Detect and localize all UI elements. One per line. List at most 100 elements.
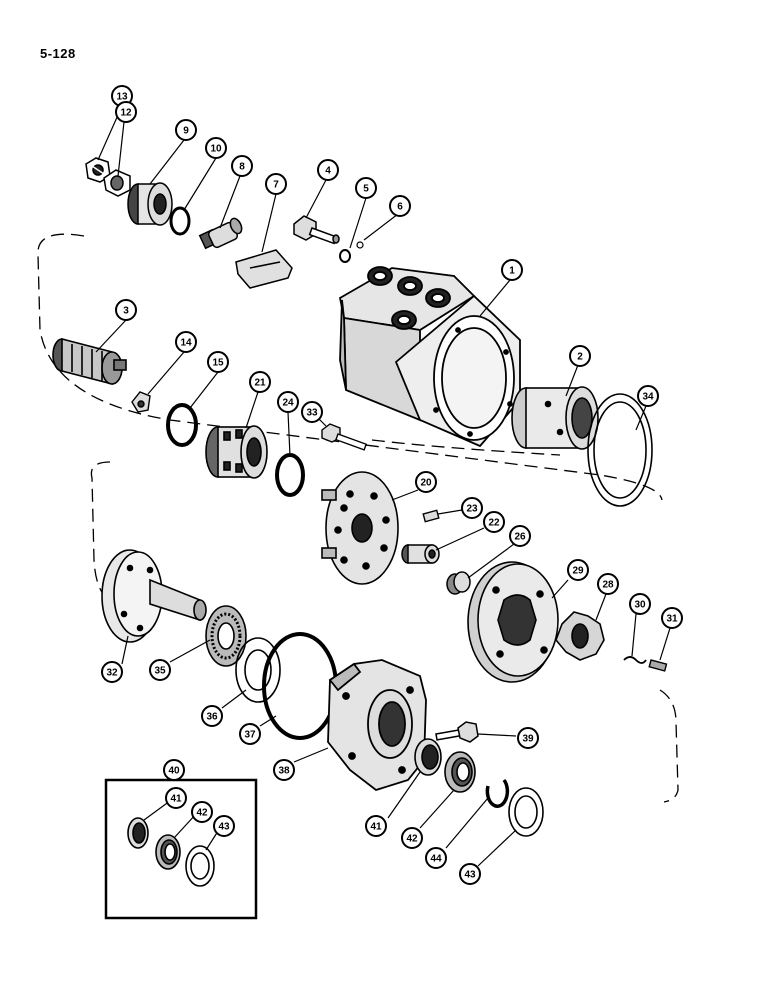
callout-43-kit-label: 43 (218, 822, 230, 833)
part-5-o-ring (339, 249, 351, 263)
callout-38: 38 (273, 759, 295, 781)
callout-9: 9 (175, 119, 197, 141)
kit-part-41-seal (127, 817, 149, 849)
part-22-spacer (401, 544, 440, 564)
part-33-bolt (321, 423, 368, 451)
callout-26-label: 26 (514, 532, 526, 543)
part-20-port-plate (321, 471, 399, 585)
callout-5-label: 5 (363, 184, 369, 195)
callout-15: 15 (207, 351, 229, 373)
part-39-bolt (435, 721, 479, 743)
callout-44: 44 (425, 847, 447, 869)
callout-10-label: 10 (210, 144, 222, 155)
callout-23-label: 23 (466, 504, 478, 515)
callout-42-kit-label: 42 (196, 808, 208, 819)
callout-3-label: 3 (123, 306, 129, 317)
part-35-thrust-bearing (205, 605, 247, 667)
part-3-spool (52, 337, 127, 386)
part-42-seal (444, 751, 476, 793)
callout-35-label: 35 (154, 666, 166, 677)
callout-22-label: 22 (488, 518, 500, 529)
callout-41-kit-label: 41 (170, 794, 182, 805)
callout-31: 31 (661, 607, 683, 629)
part-12-nut (103, 169, 131, 197)
callout-24-label: 24 (282, 398, 294, 409)
callout-3: 3 (115, 299, 137, 321)
callout-33-label: 33 (306, 408, 318, 419)
callout-15-label: 15 (212, 358, 224, 369)
callout-43-kit: 43 (213, 815, 235, 837)
part-6-ball (356, 241, 364, 249)
callout-33: 33 (301, 401, 323, 423)
callout-40-label: 40 (168, 766, 180, 777)
callout-22: 22 (483, 511, 505, 533)
callout-41-label: 41 (370, 822, 382, 833)
callout-2: 2 (569, 345, 591, 367)
leader-lines (95, 105, 671, 867)
callout-32: 32 (101, 661, 123, 683)
callout-20: 20 (415, 471, 437, 493)
callout-43: 43 (459, 863, 481, 885)
callout-30: 30 (629, 593, 651, 615)
callout-35: 35 (149, 659, 171, 681)
callout-12: 12 (115, 101, 137, 123)
callout-14-label: 14 (180, 338, 192, 349)
callout-1: 1 (501, 259, 523, 281)
part-13-nut (85, 157, 111, 183)
callout-41: 41 (365, 815, 387, 837)
callout-28: 28 (597, 573, 619, 595)
callout-9-label: 9 (183, 126, 189, 137)
part-2-sleeve (511, 386, 599, 450)
callout-1-label: 1 (509, 266, 515, 277)
part-32-drive-shaft (101, 549, 207, 643)
callout-6-label: 6 (397, 202, 403, 213)
callout-36: 36 (201, 705, 223, 727)
callout-10: 10 (205, 137, 227, 159)
part-29-gerotor-ring (467, 561, 559, 683)
callout-42-kit: 42 (191, 801, 213, 823)
callout-34: 34 (637, 385, 659, 407)
callout-42-label: 42 (406, 834, 418, 845)
callout-20-label: 20 (420, 478, 432, 489)
part-23-key (422, 509, 440, 523)
part-28-rotor (555, 611, 605, 661)
part-43-washer (508, 787, 544, 837)
callout-31-label: 31 (666, 614, 678, 625)
callout-43-label: 43 (464, 870, 476, 881)
callout-7-label: 7 (273, 180, 279, 191)
part-9-bushing (127, 182, 173, 226)
part-24-o-ring (275, 453, 305, 497)
part-36-washer (235, 637, 281, 703)
callout-8: 8 (231, 155, 253, 177)
callout-23: 23 (461, 497, 483, 519)
callout-14: 14 (175, 331, 197, 353)
part-37-large-o-ring (262, 632, 338, 740)
callout-30-label: 30 (634, 600, 646, 611)
part-8-relief-valve (198, 217, 243, 250)
callout-12-label: 12 (120, 108, 132, 119)
callout-29-label: 29 (572, 566, 584, 577)
part-1-housing (338, 266, 521, 448)
part-10-o-ring (169, 206, 191, 236)
callout-40: 40 (163, 759, 185, 781)
part-30-spring (623, 656, 647, 664)
callout-41-kit: 41 (165, 787, 187, 809)
callout-38-label: 38 (278, 766, 290, 777)
callout-32-label: 32 (106, 668, 118, 679)
callout-7: 7 (265, 173, 287, 195)
callout-28-label: 28 (602, 580, 614, 591)
part-14-pin (131, 391, 151, 413)
upper-alignment-guide (37, 233, 663, 501)
callout-37: 37 (239, 723, 261, 745)
kit-part-43-washer (185, 845, 215, 887)
callout-8-label: 8 (239, 162, 245, 173)
callout-24: 24 (277, 391, 299, 413)
part-41-seal (414, 738, 442, 776)
callout-39-label: 39 (522, 734, 534, 745)
part-38-end-cap (327, 659, 427, 791)
callout-2-label: 2 (577, 352, 583, 363)
part-34-seal-ring (587, 393, 653, 507)
part-26-plug (446, 571, 471, 595)
